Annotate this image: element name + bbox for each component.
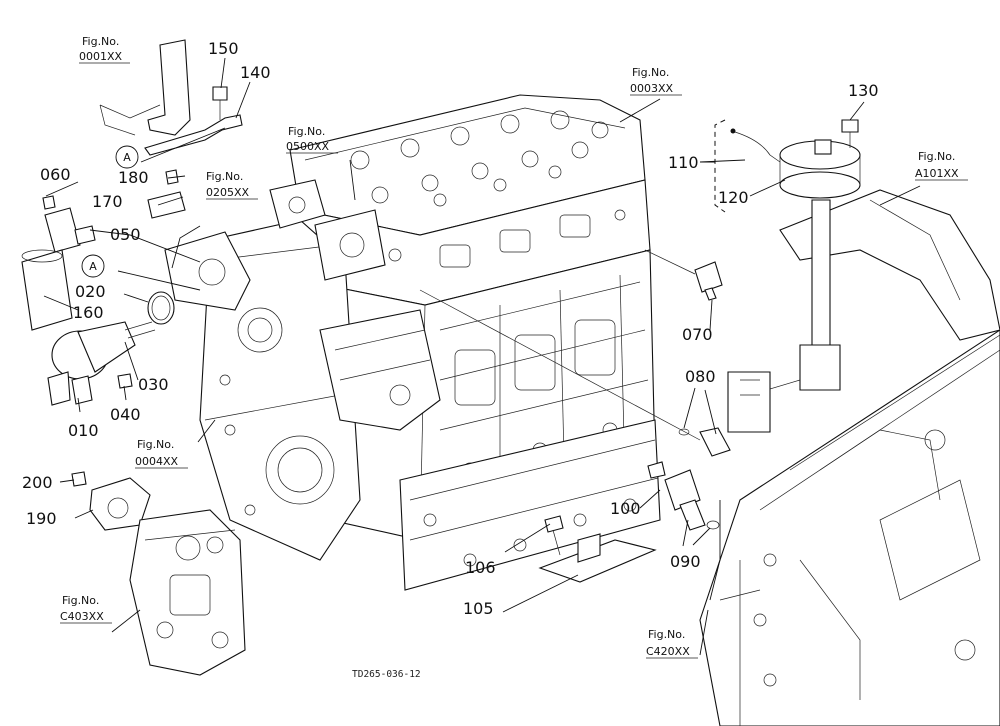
svg-text:Fig.No.: Fig.No. bbox=[82, 35, 119, 48]
callout-150: 150 bbox=[208, 39, 239, 58]
part-010-solenoid bbox=[47, 321, 156, 406]
fuel-level-sender bbox=[714, 119, 861, 433]
callout-040: 040 bbox=[110, 405, 141, 424]
fig-ref-c403xx: Fig.No. C403XX bbox=[60, 594, 112, 624]
reference-marker-a-2: A bbox=[81, 254, 105, 278]
part-080-sensor bbox=[419, 289, 731, 457]
svg-text:0205XX: 0205XX bbox=[206, 186, 250, 199]
svg-text:A: A bbox=[89, 260, 97, 273]
callout-130: 130 bbox=[848, 81, 879, 100]
svg-text:C403XX: C403XX bbox=[60, 610, 104, 623]
part-130-bolt bbox=[841, 119, 859, 148]
callout-200: 200 bbox=[22, 473, 53, 492]
callout-020: 020 bbox=[75, 282, 106, 301]
svg-text:Fig.No.: Fig.No. bbox=[288, 125, 325, 138]
svg-text:A: A bbox=[123, 151, 131, 164]
callout-170: 170 bbox=[92, 192, 123, 211]
transmission-frame bbox=[699, 189, 1000, 726]
fig-ref-c420xx: Fig.No. C420XX bbox=[646, 628, 698, 659]
callout-180: 180 bbox=[118, 168, 149, 187]
fig-ref-0003xx: Fig.No. 0003XX bbox=[630, 66, 682, 96]
callout-105: 105 bbox=[463, 599, 494, 618]
fig-ref-0500xx: Fig.No. 0500XX bbox=[286, 125, 338, 154]
callout-080: 080 bbox=[685, 367, 716, 386]
part-090-sensor bbox=[647, 461, 720, 531]
svg-text:C420XX: C420XX bbox=[646, 645, 690, 658]
part-050-sensor bbox=[42, 195, 96, 253]
svg-text:A101XX: A101XX bbox=[915, 167, 959, 180]
part-190-actuator bbox=[71, 471, 151, 531]
callout-090: 090 bbox=[670, 552, 701, 571]
svg-text:Fig.No.: Fig.No. bbox=[648, 628, 685, 641]
callout-010: 010 bbox=[68, 421, 99, 440]
callout-190: 190 bbox=[26, 509, 57, 528]
svg-text:Fig.No.: Fig.No. bbox=[206, 170, 243, 183]
callout-070: 070 bbox=[682, 325, 713, 344]
callout-160: 160 bbox=[73, 303, 104, 322]
part-070-sensor bbox=[644, 249, 723, 301]
drawing-code: TD265-036-12 bbox=[352, 669, 421, 680]
svg-text:Fig.No.: Fig.No. bbox=[632, 66, 669, 79]
callouts: 010 020 030 040 050 060 070 080 090 100 … bbox=[22, 39, 879, 618]
svg-text:0500XX: 0500XX bbox=[286, 140, 330, 153]
fig-ref-0001xx: Fig.No. 0001XX bbox=[79, 35, 130, 64]
fig-ref-a101xx: Fig.No. A101XX bbox=[915, 150, 968, 181]
svg-text:0001XX: 0001XX bbox=[79, 50, 123, 63]
callout-100: 100 bbox=[610, 499, 641, 518]
reference-marker-a: A bbox=[115, 145, 139, 169]
svg-text:Fig.No.: Fig.No. bbox=[62, 594, 99, 607]
engine-block bbox=[164, 94, 661, 591]
callout-050: 050 bbox=[110, 225, 141, 244]
fig-ref-0205xx: Fig.No. 0205XX bbox=[206, 170, 258, 200]
svg-text:0003XX: 0003XX bbox=[630, 82, 674, 95]
part-105-plate bbox=[538, 515, 657, 583]
callout-140: 140 bbox=[240, 63, 271, 82]
svg-text:Fig.No.: Fig.No. bbox=[137, 438, 174, 451]
svg-text:Fig.No.: Fig.No. bbox=[918, 150, 955, 163]
callout-110: 110 bbox=[668, 153, 699, 172]
part-160-sleeve bbox=[21, 249, 73, 331]
callout-060: 060 bbox=[40, 165, 71, 184]
part-170-sensor bbox=[147, 169, 186, 219]
c403-housing bbox=[129, 509, 246, 676]
leader-lines bbox=[43, 57, 921, 656]
callout-030: 030 bbox=[138, 375, 169, 394]
part-140-bracket bbox=[99, 39, 243, 156]
callout-120: 120 bbox=[718, 188, 749, 207]
svg-text:0004XX: 0004XX bbox=[135, 455, 179, 468]
fig-ref-0004xx: Fig.No. 0004XX bbox=[135, 438, 188, 469]
callout-106: 106 bbox=[465, 558, 496, 577]
